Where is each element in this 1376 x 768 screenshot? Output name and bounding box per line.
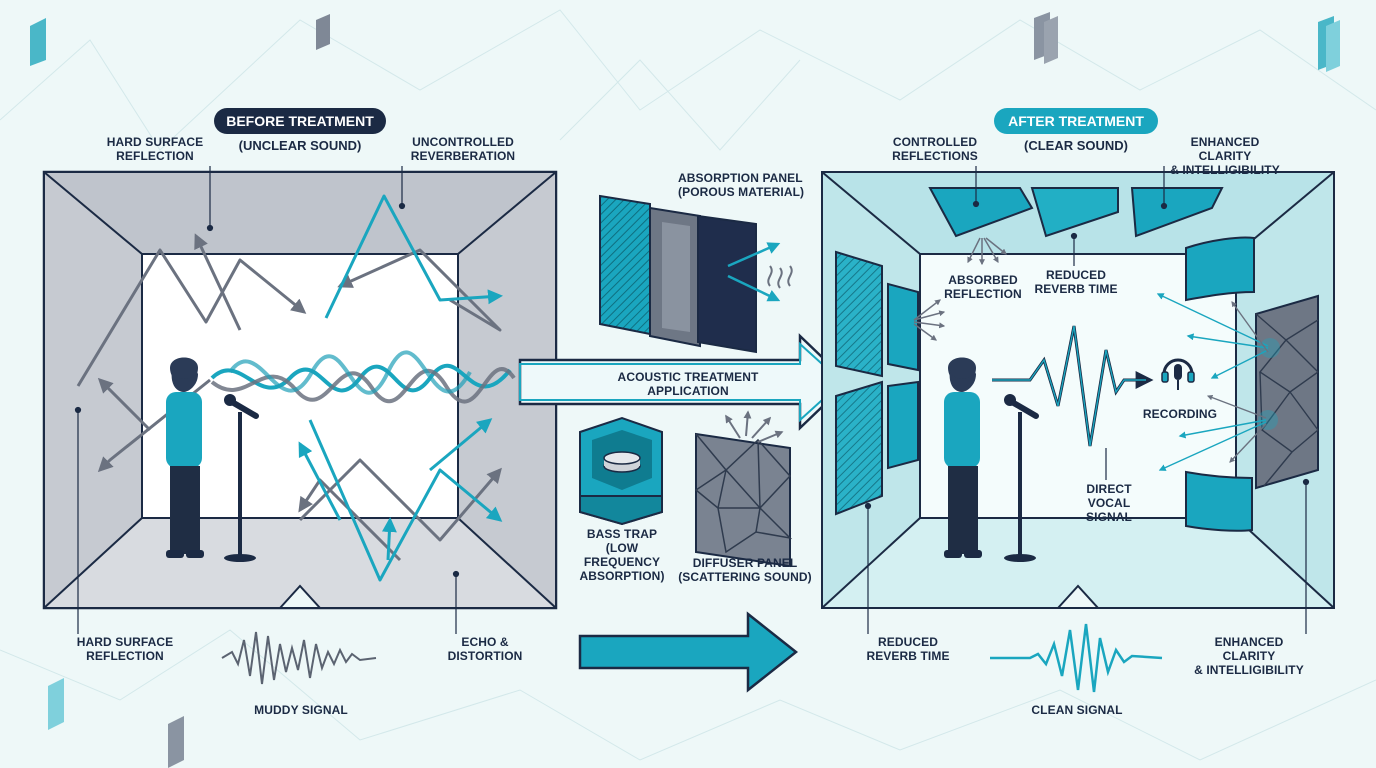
callout-lines <box>74 166 460 634</box>
label-absorption-panel: ABSORPTION PANEL (POROUS MATERIAL) <box>678 171 805 199</box>
label-hard-surface-top: HARD SURFACE REFLECTION <box>106 135 204 163</box>
label-controlled-reflections: CONTROLLED REFLECTIONS <box>892 135 978 163</box>
diffuser-wall <box>1255 294 1319 490</box>
label-recording: RECORDING <box>1142 407 1218 421</box>
label-clarity-top: ENHANCED CLARITY & INTELLIGIBILITY <box>1170 135 1280 177</box>
before-title-badge: BEFORE TREATMENT <box>214 108 386 134</box>
label-hard-surface-bottom: HARD SURFACE REFLECTION <box>76 635 174 663</box>
label-uncontrolled-reverb: UNCONTROLLED REVERBERATION <box>410 135 516 163</box>
after-room <box>821 166 1335 634</box>
microphone-icon <box>1004 394 1039 562</box>
decor-blocks <box>30 12 1340 768</box>
before-room <box>42 166 558 634</box>
tangled-waves <box>210 350 516 404</box>
before-subtitle: (UNCLEAR SOUND) <box>238 138 362 153</box>
label-bass-trap: BASS TRAP (LOW FREQUENCY ABSORPTION) <box>579 527 665 583</box>
label-echo-distortion: ECHO & DISTORTION <box>447 635 523 663</box>
label-treatment-application: ACOUSTIC TREATMENT APPLICATION <box>617 370 759 398</box>
recording-mic-icon <box>1161 358 1195 390</box>
background-network <box>0 9 1376 761</box>
teal-reflections <box>298 194 503 582</box>
label-absorbed-reflection: ABSORBED REFLECTION <box>944 273 1022 301</box>
label-direct-vocal-signal: DIRECT VOCAL SIGNAL <box>1086 482 1132 524</box>
gray-reflections <box>76 233 502 562</box>
scatter-arrows <box>1156 293 1269 471</box>
muddy-signal-wave <box>221 631 377 685</box>
microphone-icon <box>224 394 259 562</box>
absorbed-arrows <box>913 237 1007 341</box>
person-icon <box>944 357 982 558</box>
label-clarity-bottom: ENHANCED CLARITY & INTELLIGIBILITY <box>1194 635 1304 677</box>
diffuser-panel-graphic <box>694 410 793 568</box>
bass-trap-graphic <box>579 416 663 526</box>
label-clean-signal: CLEAN SIGNAL <box>1031 703 1123 717</box>
absorption-panel-graphic <box>599 194 793 354</box>
wall-panels <box>835 250 919 516</box>
ceiling-panels <box>928 187 1224 238</box>
clean-signal-wave <box>990 623 1163 693</box>
after-title-badge: AFTER TREATMENT <box>994 108 1158 134</box>
heat-icon <box>767 265 793 289</box>
label-reduced-reverb-bottom: REDUCED REVERB TIME <box>866 635 950 663</box>
bottom-arrow <box>578 611 799 693</box>
person-icon <box>166 357 204 558</box>
callout-lines <box>864 166 1310 634</box>
label-diffuser-panel: DIFFUSER PANEL (SCATTERING SOUND) <box>678 556 812 584</box>
corner-traps <box>1185 236 1255 532</box>
label-reduced-reverb-inner: REDUCED REVERB TIME <box>1034 268 1118 296</box>
label-muddy-signal: MUDDY SIGNAL <box>254 703 348 717</box>
after-subtitle: (CLEAR SOUND) <box>1024 138 1128 153</box>
